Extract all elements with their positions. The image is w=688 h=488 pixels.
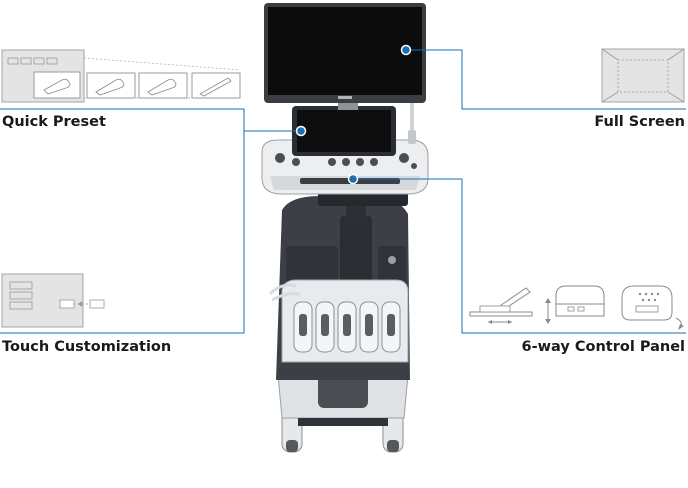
control-panel-height-icon xyxy=(545,285,605,324)
touch-customization-label: Touch Customization xyxy=(2,339,172,355)
full-screen-thumbnail xyxy=(601,48,685,103)
touch-customization-thumbnail xyxy=(1,273,105,328)
quick-preset-label: Quick Preset xyxy=(2,114,106,130)
quick-preset-thumbnail xyxy=(1,49,241,103)
full-screen-label: Full Screen xyxy=(594,114,685,130)
control-panel-swivel-icon xyxy=(621,285,684,330)
control-panel-tilt-icon xyxy=(469,287,533,324)
callout-lines xyxy=(0,49,686,334)
six-way-control-panel-label: 6-way Control Panel xyxy=(521,339,685,355)
ultrasound-machine-image xyxy=(261,3,429,453)
callout-markers xyxy=(295,44,412,185)
